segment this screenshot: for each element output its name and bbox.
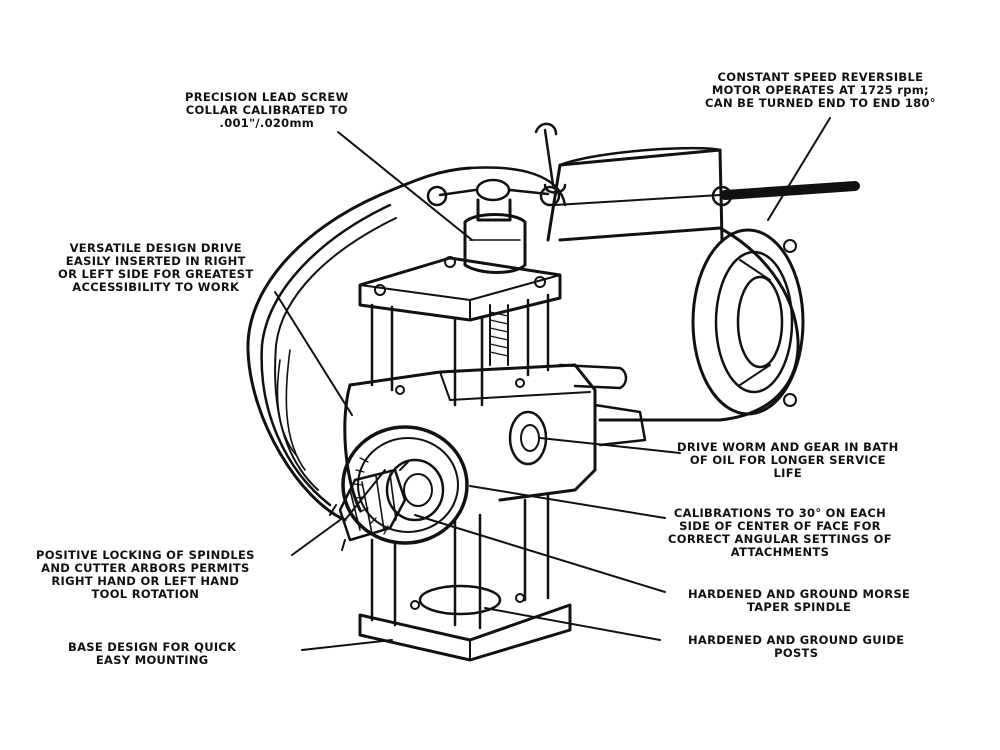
callout-locking: POSITIVE LOCKING OF SPINDLES AND CUTTER …: [36, 548, 255, 601]
callout-worm-gear: DRIVE WORM AND GEAR IN BATH OF OIL FOR L…: [677, 440, 899, 480]
motor-body: [534, 122, 860, 422]
callout-drive: VERSATILE DESIGN DRIVE EASILY INSERTED I…: [58, 241, 254, 294]
leader-lines: [274, 117, 831, 651]
callout-lead-screw: PRECISION LEAD SCREW COLLAR CALIBRATED T…: [185, 90, 349, 130]
lead-screw-collar: [426, 178, 561, 274]
head-housing: [343, 363, 647, 512]
callout-morse-spindle: HARDENED AND GROUND MORSE TAPER SPINDLE: [688, 587, 911, 614]
upper-frame: [358, 256, 562, 407]
callout-guide-posts: HARDENED AND GROUND GUIDE POSTS: [688, 633, 905, 660]
spindle-face: [341, 425, 469, 545]
callout-calibrations: CALIBRATIONS TO 30° ON EACH SIDE OF CENT…: [668, 506, 892, 559]
callout-motor: CONSTANT SPEED REVERSIBLE MOTOR OPERATES…: [705, 70, 936, 110]
lead-screw-thread: [489, 304, 509, 366]
callout-base: BASE DESIGN FOR QUICK EASY MOUNTING: [68, 640, 237, 667]
belt-guard: [246, 166, 567, 522]
base-assembly: [358, 493, 572, 662]
cutter: [329, 461, 409, 551]
